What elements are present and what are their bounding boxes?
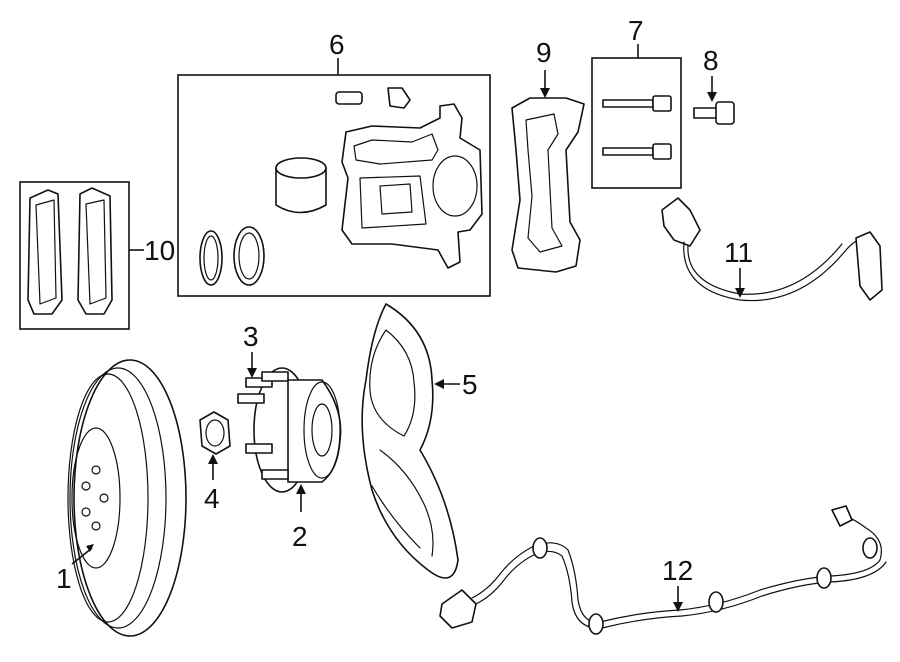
bolt: [693, 107, 719, 119]
abs-sensor-connector: [439, 589, 477, 629]
brake-pads-box: [19, 181, 130, 330]
rotor-group: 1: [56, 359, 187, 637]
guide-pin-bolt-lower: [602, 147, 654, 156]
hub-nut: [199, 411, 231, 455]
brake-pad-left: [27, 189, 63, 315]
callout-11: 11: [724, 237, 753, 268]
bolt-group: 8: [693, 45, 735, 125]
brake-hose-group: 11: [661, 197, 883, 302]
callout-12: 12: [662, 555, 693, 586]
wheel-hub-bearing: [287, 379, 342, 483]
callout-4: 4: [204, 483, 220, 514]
splash-shield: [361, 303, 459, 579]
leader-1: [71, 547, 93, 565]
guide-pin-bolts-box: [591, 57, 682, 189]
hub-nut-group: 4: [199, 411, 231, 514]
wheel-stud: [237, 371, 289, 480]
caliper-bracket-group: 9: [511, 37, 585, 273]
brake-rotor: [73, 359, 187, 637]
callout-2: 2: [292, 521, 308, 552]
caliper-seal-outer: [199, 230, 223, 286]
wheel-hub-group: 3 2: [237, 321, 342, 552]
caliper-clip: [387, 87, 411, 109]
abs-sensor-group: 12: [439, 505, 887, 635]
brake-pad-right: [77, 187, 113, 315]
caliper-kit-box: [177, 74, 491, 297]
guide-pin-bolts-group: 7: [591, 15, 682, 189]
callout-8: 8: [703, 45, 719, 76]
caliper-body: [341, 103, 483, 269]
callout-3: 3: [243, 321, 259, 352]
abs-sensor-tip: [831, 505, 853, 527]
callout-1: 1: [56, 563, 72, 594]
brake-hose-fitting: [661, 197, 701, 247]
caliper-kit-group: 6: [177, 29, 491, 297]
brake-pads-group: 10: [19, 181, 175, 330]
callout-5: 5: [462, 369, 478, 400]
caliper-guide-pin: [335, 91, 363, 105]
callout-6: 6: [329, 29, 345, 60]
brake-hose-bracket: [855, 231, 883, 301]
callout-10: 10: [144, 235, 175, 266]
caliper-piston: [275, 167, 327, 214]
splash-shield-group: 5: [361, 303, 478, 579]
callout-7: 7: [628, 15, 644, 46]
callout-9: 9: [536, 37, 552, 68]
guide-pin-bolt-upper: [602, 99, 654, 108]
caliper-bracket: [511, 97, 585, 273]
